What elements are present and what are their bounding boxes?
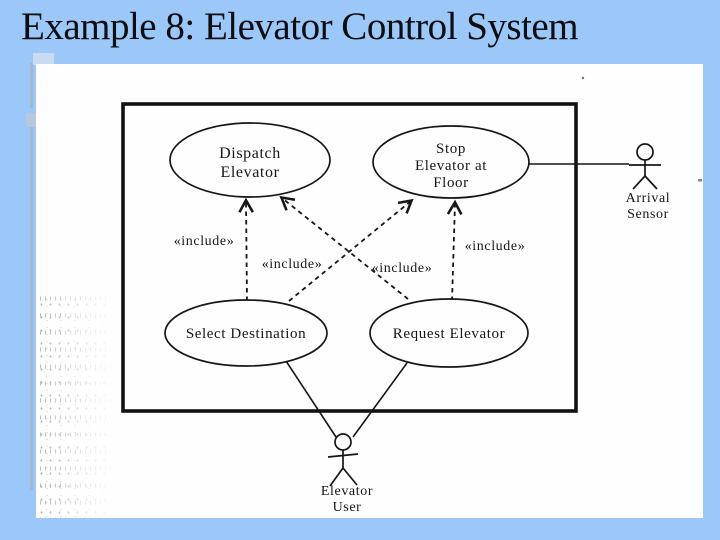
placeholder-handle-artifact <box>26 113 36 127</box>
scanned-image-canvas <box>36 64 703 518</box>
actor-elevator-user <box>327 433 359 487</box>
scan-speck <box>698 179 702 182</box>
actor-leg <box>329 467 344 487</box>
usecase-label-stop-line1: Stop <box>436 141 466 157</box>
association-user-request <box>352 362 408 438</box>
actor-label-user: User <box>333 500 362 515</box>
system-boundary-box <box>121 102 578 413</box>
actor-arrival-sensor <box>629 143 661 190</box>
usecase-ellipse-request-elevator <box>369 298 529 368</box>
include-stereotype-label: «include» <box>465 239 526 254</box>
include-stereotype-label: «include» <box>372 261 433 276</box>
scan-speck <box>581 76 585 80</box>
actor-head <box>334 433 352 451</box>
actor-leg <box>632 175 646 190</box>
placeholder-edge-gap <box>28 108 35 113</box>
usecase-ellipse-select-destination <box>164 299 328 367</box>
association-user-select <box>285 360 337 438</box>
include-arrow-select-to-dispatch <box>238 197 254 302</box>
include-stereotype-label: «include» <box>262 257 323 272</box>
usecase-label-request-elevator: Request Elevator <box>393 326 505 342</box>
usecase-ellipse-stop-elevator-at-floor <box>372 125 530 199</box>
actor-head <box>636 143 654 161</box>
include-arrow-request-to-stop <box>446 199 463 302</box>
placeholder-edge-line <box>30 63 33 490</box>
usecase-label-select-destination: Select Destination <box>186 326 306 342</box>
actor-leg <box>342 467 358 486</box>
usecase-ellipse-dispatch-elevator <box>169 122 331 198</box>
actor-leg <box>644 175 658 190</box>
usecase-label-dispatch-line1: Dispatch <box>219 145 281 162</box>
usecase-label-stop-line2: Elevator at <box>415 158 487 174</box>
actor-label-arrival: Arrival <box>626 191 671 206</box>
usecase-label-stop-line3: Floor <box>433 175 469 191</box>
page-title: Example 8: Elevator Control System <box>21 5 579 48</box>
usecase-label-dispatch-line2: Elevator <box>221 164 280 181</box>
include-arrow-select-to-stop <box>288 198 414 302</box>
actor-label-sensor: Sensor <box>627 207 669 222</box>
include-arrow-request-to-dispatch <box>279 195 409 300</box>
actor-label-elevator: Elevator <box>321 484 373 499</box>
actor-arms <box>327 453 359 458</box>
placeholder-corner-artifact <box>33 53 54 65</box>
scan-noise-overlay <box>36 296 122 518</box>
include-stereotype-label: «include» <box>174 234 235 249</box>
